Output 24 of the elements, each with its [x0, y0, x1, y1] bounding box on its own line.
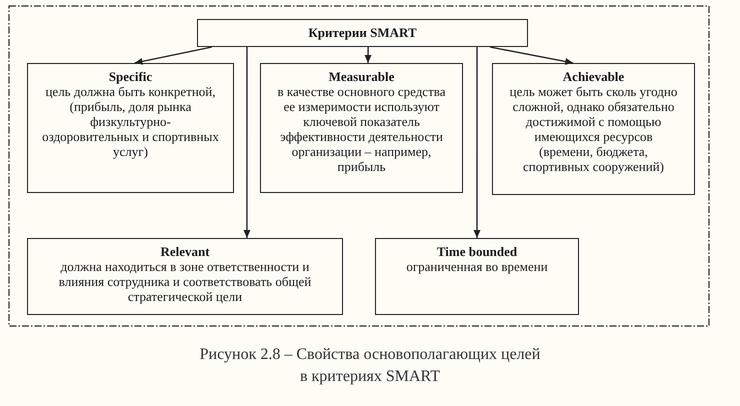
- criterion-box: [375, 238, 579, 315]
- box-text: ограниченная во времени: [405, 259, 549, 274]
- title-box: [197, 19, 528, 47]
- criterion-box: [27, 238, 343, 315]
- arrow: [134, 46, 212, 65]
- criterion-box: [260, 63, 463, 193]
- arrow: [474, 47, 480, 238]
- box-text: должна находиться в зоне ответственности и влияния сотрудника и соответствовать общей стратегической цели: [58, 259, 312, 304]
- box-heading: Achievable: [562, 69, 626, 84]
- arrow: [364, 47, 372, 63]
- figure-caption: Рисунок 2.8 – Свойства основополагающих целей в критериях SMART: [198, 345, 542, 387]
- box-text: цель может быть сколь угодно сложной, однако обязательно достижимой с помощью имеющихся ресурсов (времени, бюджета, спортивных сооружений): [508, 84, 678, 174]
- criterion-box: [27, 63, 234, 193]
- box-text: цель должна быть конкретной, (прибыль, доля рынка физкультурно- оздоровительных и спортивных услуг): [41, 84, 220, 159]
- box-text: в качестве основного средства ее измеримости используют ключевой показатель эффективности деятельности организации – например, прибыль: [276, 84, 446, 174]
- box-heading: Критерии SMART: [307, 25, 418, 40]
- box-heading: Specific: [108, 69, 154, 84]
- criterion-box: [492, 63, 695, 195]
- group-frame: [8, 5, 710, 327]
- arrow: [243, 47, 250, 238]
- box-heading: Measurable: [328, 69, 396, 84]
- arrow: [490, 46, 574, 65]
- box-heading: Relevant: [159, 244, 211, 259]
- box-heading: Time bounded: [436, 244, 518, 259]
